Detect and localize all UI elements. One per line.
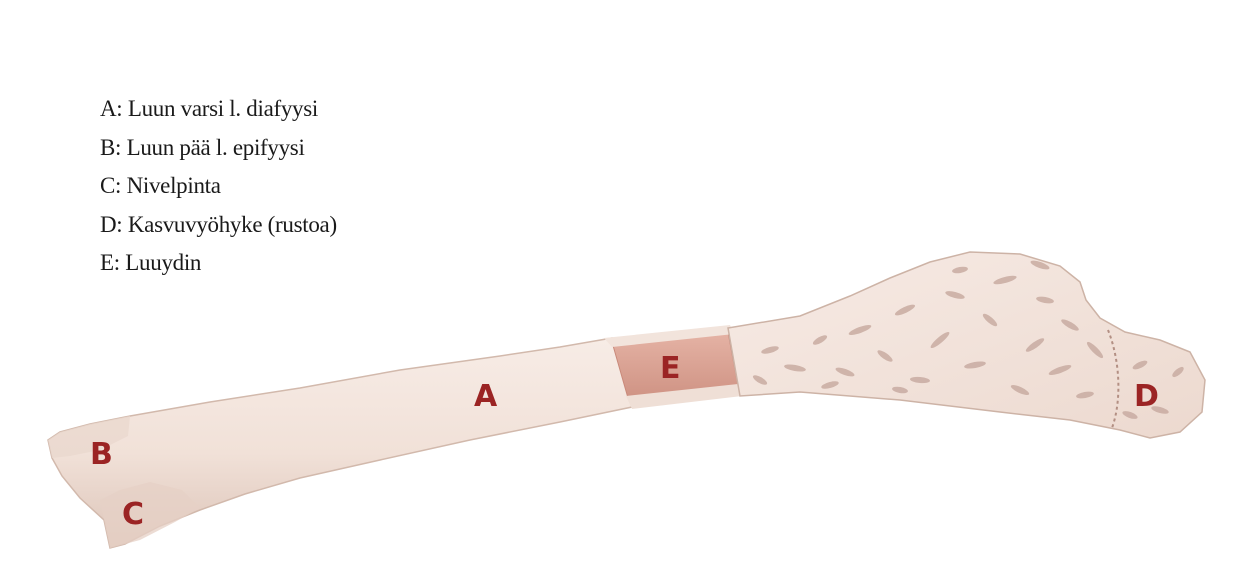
marker-e: E — [660, 351, 681, 386]
marker-b: B — [90, 437, 113, 472]
marker-c: C — [122, 497, 144, 532]
marker-d: D — [1134, 379, 1159, 414]
marker-a: A — [474, 379, 498, 414]
